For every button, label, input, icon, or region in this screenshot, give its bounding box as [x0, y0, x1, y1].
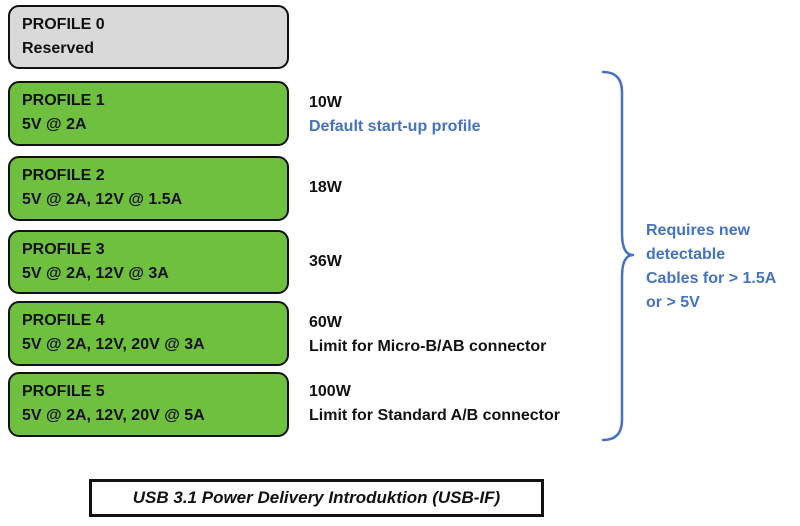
profile-4-name: PROFILE 4 [22, 312, 105, 329]
profile-3-description: 36W [309, 250, 342, 274]
profile-2-box: PROFILE 2 5V @ 2A, 12V @ 1.5A [8, 156, 289, 221]
profile-4-box: PROFILE 4 5V @ 2A, 12V, 20V @ 3A [8, 301, 289, 366]
profile-1-box: PROFILE 1 5V @ 2A [8, 81, 289, 146]
profile-5-box: PROFILE 5 5V @ 2A, 12V, 20V @ 5A [8, 372, 289, 437]
cable-requirement-line-1: Requires new [646, 222, 751, 239]
profile-0-detail: Reserved [22, 40, 95, 57]
cable-requirement-line-4: or > 5V [646, 294, 700, 311]
profile-4-power: 60W [309, 314, 342, 331]
profile-5-name: PROFILE 5 [22, 383, 105, 400]
profile-3-power: 36W [309, 253, 342, 270]
cable-requirement-line-2: detectable [646, 246, 726, 263]
cable-requirement-line-3: Cables for > 1.5A [646, 270, 777, 287]
profile-2-power: 18W [309, 179, 342, 196]
profile-0-name: PROFILE 0 [22, 16, 105, 33]
profile-2-detail: 5V @ 2A, 12V @ 1.5A [22, 191, 183, 208]
profile-4-detail: 5V @ 2A, 12V, 20V @ 3A [22, 336, 205, 353]
profile-2-name: PROFILE 2 [22, 167, 105, 184]
profile-5-detail: 5V @ 2A, 12V, 20V @ 5A [22, 407, 205, 424]
profile-1-power: 10W [309, 94, 342, 111]
profile-3-detail: 5V @ 2A, 12V @ 3A [22, 265, 169, 282]
right-curly-brace [601, 70, 635, 442]
profile-5-description: 100W Limit for Standard A/B connector [309, 380, 560, 428]
profile-0-box: PROFILE 0 Reserved [8, 5, 289, 69]
source-caption: USB 3.1 Power Delivery Introduktion (USB… [89, 479, 544, 517]
cable-requirement-label: Requires new detectable Cables for > 1.5… [646, 219, 776, 315]
profile-4-note: Limit for Micro-B/AB connector [309, 338, 547, 355]
profile-5-note: Limit for Standard A/B connector [309, 407, 560, 424]
profile-4-description: 60W Limit for Micro-B/AB connector [309, 311, 546, 359]
profile-1-detail: 5V @ 2A [22, 116, 87, 133]
profile-1-name: PROFILE 1 [22, 92, 105, 109]
profile-1-note: Default start-up profile [309, 118, 481, 135]
profile-2-description: 18W [309, 176, 342, 200]
profile-5-power: 100W [309, 383, 351, 400]
profile-3-name: PROFILE 3 [22, 241, 105, 258]
profile-3-box: PROFILE 3 5V @ 2A, 12V @ 3A [8, 230, 289, 294]
profile-1-description: 10W Default start-up profile [309, 91, 481, 139]
